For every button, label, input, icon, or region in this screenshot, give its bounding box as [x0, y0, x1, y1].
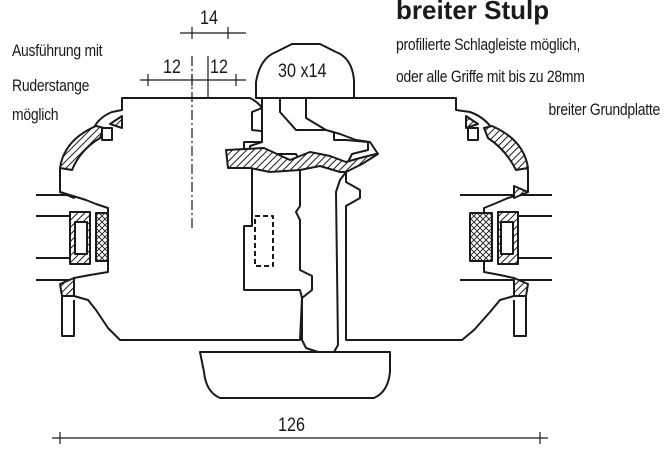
dimension-handle-30x14: 30 x14 [278, 61, 327, 82]
note-left-line2: Ruderstange [12, 76, 90, 95]
dimension-lines [52, 27, 548, 444]
note-right-line3: breiter Grundplatte [548, 100, 660, 119]
dimension-top-14: 14 [200, 8, 218, 29]
dimension-left-12: 12 [163, 57, 181, 78]
handle-base [199, 351, 391, 399]
dimension-total-126: 126 [278, 415, 305, 436]
right-sash [305, 97, 529, 341]
note-right-line2: oder alle Griffe mit bis zu 28mm [396, 67, 585, 86]
note-right-line1: profilierte Schlagleiste möglich, [396, 35, 581, 54]
note-left-line1: Ausführung mit [12, 41, 103, 60]
note-left-line3: möglich [12, 105, 59, 124]
dimension-right-12: 12 [210, 57, 228, 78]
heading-breiter-stulp: breiter Stulp [396, 0, 550, 25]
right-glazing [460, 185, 552, 297]
